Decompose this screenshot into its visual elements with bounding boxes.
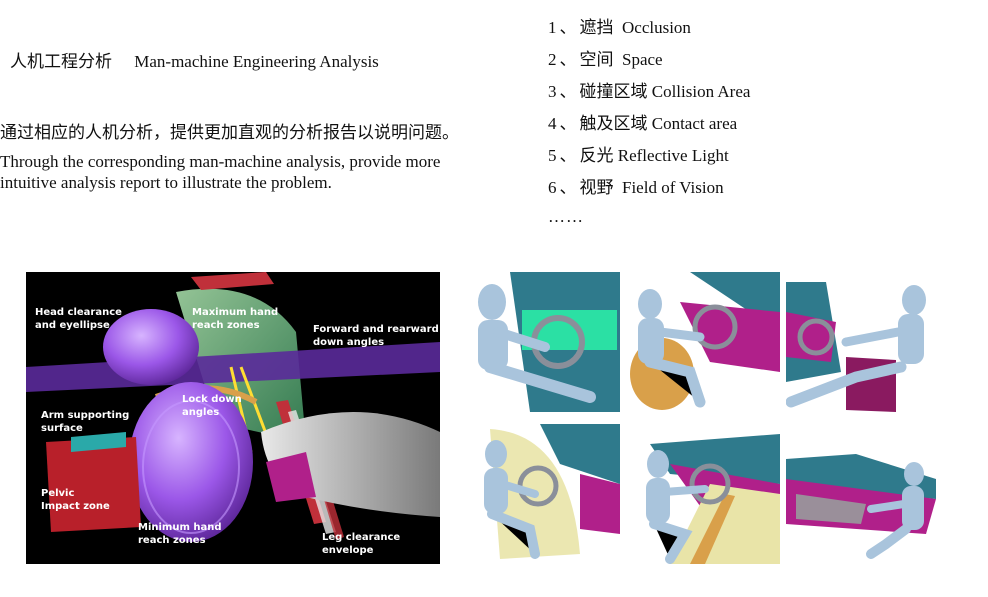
list-item: 1、遮挡 Occlusion: [548, 14, 750, 46]
item-en: Occlusion: [622, 18, 691, 37]
mannequin-thumb: [786, 424, 936, 564]
mannequin-thumb: [470, 272, 620, 412]
label-head-clearance: Head clearance and eyellipse: [35, 307, 122, 331]
intro-en: Through the corresponding man-machine an…: [0, 152, 441, 192]
list-ellipsis: ……: [548, 207, 584, 226]
item-number: 2: [548, 50, 557, 69]
item-cn: 视野: [579, 178, 614, 197]
ergonomic-zones-diagram: Head clearance and eyellipse Maximum han…: [26, 272, 440, 564]
list-item: 4、触及区域 Contact area: [548, 110, 750, 142]
item-number: 4: [548, 114, 557, 133]
intro-cn: 通过相应的人机分析，提供更加直观的分析报告以说明问题。: [0, 123, 459, 142]
item-cn: 碰撞区域: [579, 82, 648, 101]
label-lock-down: Lock down angles: [182, 394, 242, 418]
label-pelvic-impact: Pelvic Impact zone: [41, 488, 110, 512]
list-item: 2、空间 Space: [548, 46, 750, 78]
mannequin-thumb: [470, 424, 620, 564]
item-sep: 、: [559, 50, 577, 69]
item-en: Space: [622, 50, 663, 69]
item-en: Reflective Light: [617, 146, 729, 165]
list-item: 6、视野 Field of Vision: [548, 174, 750, 206]
mannequin-thumb: [630, 272, 780, 412]
label-max-hand: Maximum hand reach zones: [192, 307, 279, 331]
heading-en: Man-machine Engineering Analysis: [134, 52, 379, 71]
analysis-list: 1、遮挡 Occlusion 2、空间 Space 3、碰撞区域 Collisi…: [548, 14, 750, 206]
mannequin-thumb: [786, 282, 936, 422]
item-sep: 、: [559, 18, 577, 37]
item-sep: 、: [559, 114, 577, 133]
item-cn: 空间: [579, 50, 614, 69]
list-item: 3、碰撞区域 Collision Area: [548, 78, 750, 110]
label-min-hand: Minimum hand reach zones: [138, 522, 222, 546]
item-cn: 触及区域: [579, 114, 648, 133]
item-number: 6: [548, 178, 557, 197]
item-sep: 、: [559, 82, 577, 101]
label-forward-rearward: Forward and rearward down angles: [313, 324, 439, 348]
label-arm-supporting: Arm supporting surface: [41, 410, 130, 434]
item-en: Collision Area: [651, 82, 751, 101]
list-item: 5、反光 Reflective Light: [548, 142, 750, 174]
item-cn: 遮挡: [579, 18, 614, 37]
heading-cn: 人机工程分析: [10, 52, 112, 71]
item-sep: 、: [559, 178, 577, 197]
item-en: Field of Vision: [622, 178, 724, 197]
label-leg-clearance: Leg clearance envelope: [322, 532, 401, 556]
item-en: Contact area: [651, 114, 738, 133]
section-heading: 人机工程分析 Man-machine Engineering Analysis: [10, 47, 379, 72]
mannequin-thumb: [630, 424, 780, 564]
diagram-illustration: [26, 272, 440, 542]
item-number: 1: [548, 18, 557, 37]
mannequin-image-grid: [470, 264, 960, 564]
item-sep: 、: [559, 146, 577, 165]
item-cn: 反光: [579, 146, 614, 165]
item-number: 5: [548, 146, 557, 165]
item-number: 3: [548, 82, 557, 101]
